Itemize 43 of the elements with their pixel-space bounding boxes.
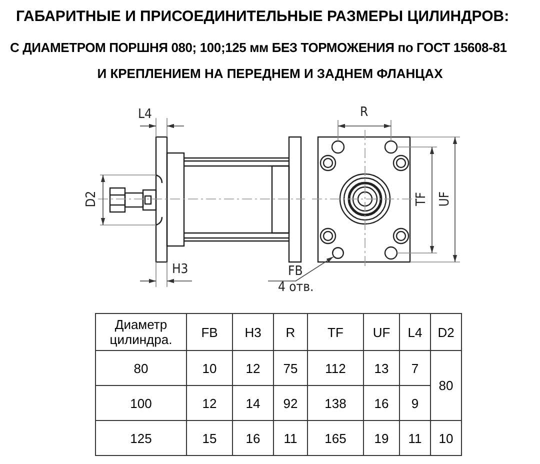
table-cell: 13 — [364, 350, 400, 386]
dimension-label: H3 — [172, 263, 188, 277]
leader-line — [268, 256, 334, 282]
dimension-label: D2 — [85, 190, 100, 208]
hole-count-note: 4 отв. — [278, 281, 314, 295]
table-cell: 75 — [274, 350, 308, 386]
table-cell: 125 — [96, 420, 186, 456]
title: ГАБАРИТНЫЕ И ПРИСОЕДИНИТЕЛЬНЫЕ РАЗМЕРЫ ЦИЛИНДРОВ: — [16, 8, 510, 25]
table-cell: 19 — [364, 420, 400, 456]
table-cell: 92 — [274, 386, 308, 420]
table-header-cell: R — [274, 314, 308, 350]
table-cell: 10 — [186, 350, 232, 386]
table-cell: 16 — [364, 386, 400, 420]
table-cell: 138 — [308, 386, 364, 420]
table-cell: 80 — [96, 350, 186, 386]
table-cell: 10 — [430, 420, 462, 456]
table-header-cell: H3 — [232, 314, 274, 350]
table-cell: 11 — [400, 420, 430, 456]
table-header-cell: D2 — [430, 314, 462, 350]
table-header-cell: L4 — [400, 314, 430, 350]
table-cell: 15 — [186, 420, 232, 456]
table-cell: 12 — [232, 350, 274, 386]
table-header-cell: TF — [308, 314, 364, 350]
table-cell: 165 — [308, 420, 364, 456]
mounting-hole — [332, 247, 344, 259]
dimension-label: FB — [288, 265, 304, 279]
table-header-cell: FB — [186, 314, 232, 350]
dimension-label: R — [360, 106, 368, 120]
table-cell: 11 — [274, 420, 308, 456]
table-cell: 100 — [96, 386, 186, 420]
table-cell: 7 — [400, 350, 430, 386]
dimension-label: L4 — [138, 108, 152, 122]
table-cell: 16 — [232, 420, 274, 456]
table-header-cell: Диаметр цилиндра. — [96, 314, 186, 350]
table-cell: 80 — [430, 350, 462, 420]
dimension-label: UF — [438, 191, 453, 207]
subtitle: С ДИАМЕТРОМ ПОРШНЯ 080; 100;125 мм БЕЗ ТОРМОЖЕНИЯ по ГОСТ 15608-81 — [10, 40, 507, 55]
dimension-label: TF — [414, 192, 429, 206]
subtitle: И КРЕПЛЕНИЕМ НА ПЕРЕДНЕМ И ЗАДНЕМ ФЛАНЦАХ — [96, 66, 444, 81]
table-cell: 14 — [232, 386, 274, 420]
table-header-cell: UF — [364, 314, 400, 350]
table-cell: 12 — [186, 386, 232, 420]
table-cell: 112 — [308, 350, 364, 386]
